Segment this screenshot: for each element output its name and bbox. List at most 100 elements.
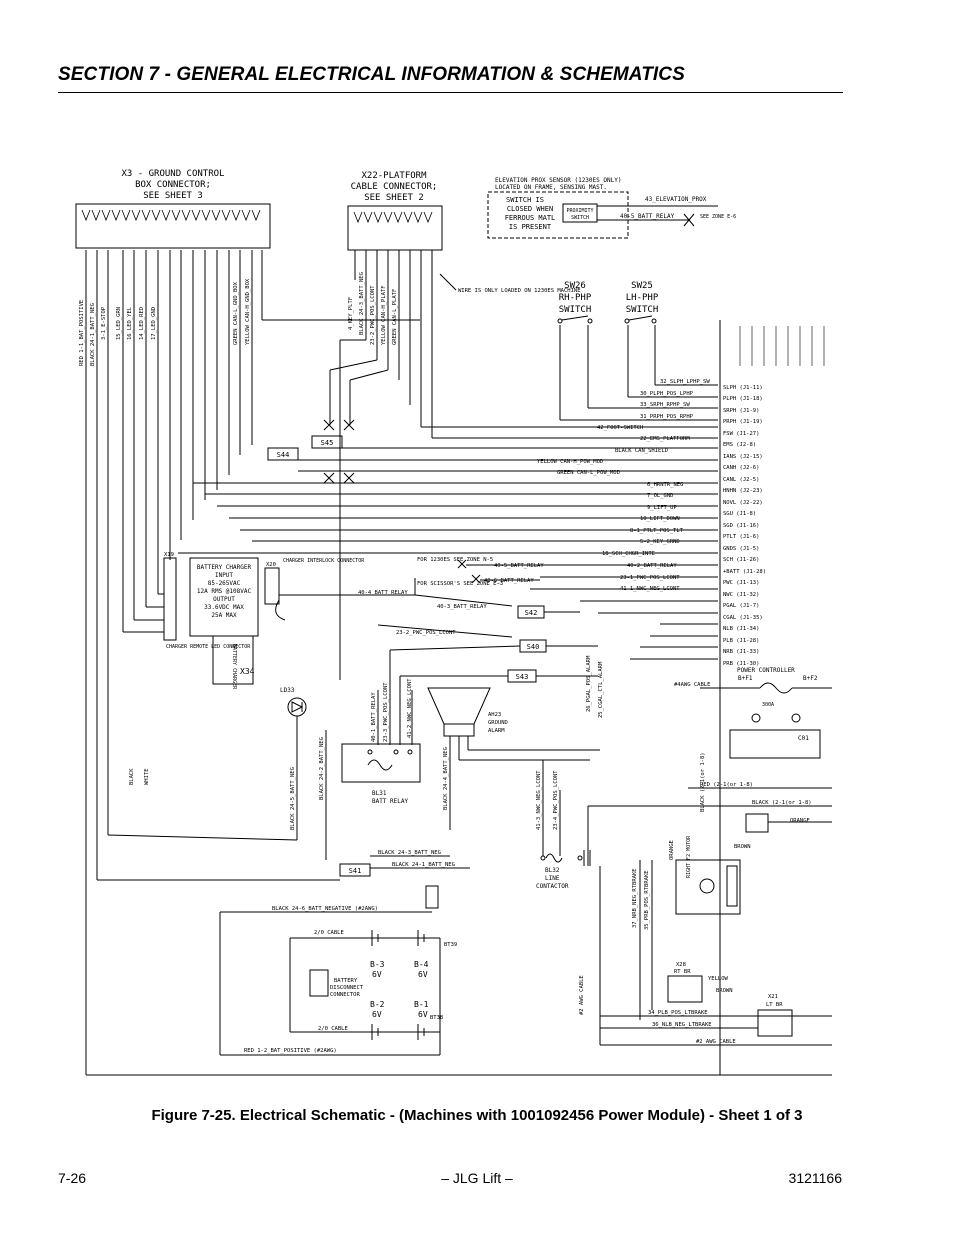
wire-note: WIRE IS ONLY LOADED ON 1230ES MACHINE [458,288,581,294]
bus-label-3: 31_PRPH_POS_RPHP [640,414,694,420]
bl32-label2: LINE [545,875,560,882]
x34-label: X34 [240,667,255,676]
controller-pin-block-top [739,326,825,366]
wire-41-3: 41-3_NWC_NEG_LCONT [536,770,542,830]
sw25-id: SW25 [631,281,653,291]
pin-plb: PLB (J1-28) [723,638,759,644]
bus-label-1: 30_PLPH_POS_LPHP [640,391,694,397]
wire-40-5: 40-5_BATT_RELAY [494,563,544,569]
platform-wire-bundle [329,250,433,680]
bdc-label3: CONNECTOR [330,992,360,998]
sw26-switch: SW26 RH-PHP SWITCH [557,281,593,324]
charger-title2: INPUT [215,572,233,579]
ld33-label: LD33 [280,687,295,694]
splice-s40-label: S40 [527,643,540,651]
bus-label-9: 6_HRNTR_NEG [647,482,683,488]
power-controller-label: POWER CONTROLLER [737,667,795,674]
wire-35: 35_PRB_POS_RTBRAKE [644,870,650,930]
x28-label1: X28 [676,962,686,968]
battery-b4-volt: 6V [418,970,428,979]
pin-nlb: NLB (J1-34) [723,626,759,632]
pin-sch: SCH (J1-26) [723,557,759,563]
x22-title: X22-PLATFORM [361,171,427,181]
x3-connector: X3 - GROUND CONTROL BOX CONNECTOR; SEE S… [75,169,271,249]
controller-bus [178,320,721,1075]
switch-note1: SWITCH IS [506,196,544,204]
pin-hnhn: HNHN (J2-23) [723,488,763,494]
pin-pgal: PGAL (J1-7) [723,603,759,609]
bus-label-7: YELLOW CAN-H_POW_MOD [537,459,603,465]
splice-s41-label: S41 [349,867,362,875]
charger-led-label: CHARGER REMOTE LED CONNECTOR [166,644,251,650]
x20-label: X20 [266,562,276,568]
bdc-label2: DISCONNECT [330,985,364,991]
bus-label-0: 32_SLPH_LPHP_SW [660,379,710,385]
x3-sub2: SEE SHEET 3 [143,191,203,201]
bdc-label1: BATTERY [334,978,358,984]
bl32-label1: BL32 [545,867,560,874]
awg4-label: #4AWG CABLE [674,682,710,688]
pin-gnds: GNDS (J1-5) [723,546,759,552]
page-number: 7-26 [58,1170,87,1186]
x20-connector: X20 CHARGER INTERLOCK CONNECTOR [264,558,415,621]
pin-canh: CANH (J2-6) [723,465,759,471]
x22-connector: X22-PLATFORM CABLE CONNECTOR; SEE SHEET … [347,171,443,251]
orange-label: ORANGE [790,818,810,824]
prox-label2: SWITCH [571,215,589,221]
wire-key-pltf: 4_KEY_PLTF [348,297,354,330]
bus-wire-labels: 32_SLPH_LPHP_SW 30_PLPH_POS_LPHP 33_SRPH… [537,379,710,592]
battery-b2: B-2 [370,1000,385,1009]
pin-ians: IANS (J2-15) [723,454,763,460]
sw25-switch: SW25 LH-PHP SWITCH [624,281,659,324]
pin-pwc: PWC (J1-13) [723,580,759,586]
bus-label-13: 8-1_PTLT_POS_TLT [630,528,684,534]
wire-23-3: 23-3_PWC_POS_LCONT [383,682,389,742]
pin-cgal: CGAL (J1-35) [723,615,763,621]
splice-s40: S40 [519,639,547,653]
wire-led-grn: 15_LED_GRN [116,307,122,340]
wire-black-24-1-bot: BLACK 24-1_BATT_NEG [392,862,455,868]
wire-41-2: 41-2_NWC_NEG_LCONT [407,678,413,738]
bus-label-5: 22_EMS_PLATFORM [640,436,690,442]
wire-37: 37_NRB_NEG_RTBRAKE [632,868,638,928]
bl32-label3: CONTACTOR [536,883,569,890]
brown-label2: BROWN [716,988,733,994]
wire-25: 25_CGAL_CTL_ALARM [598,661,604,718]
x3-title: X3 - GROUND CONTROL [122,169,225,179]
x19-label: X19 [164,552,174,558]
battery-b3-volt: 6V [372,970,382,979]
red-2-1-label: RED (2-1(or 1-8) [700,782,753,788]
ld33-led: LD33 [280,687,307,840]
section-title: SECTION 7 - GENERAL ELECTRICAL INFORMATI… [58,64,685,85]
wire-red-1-1: RED 1-1_BAT_POSITIVE [79,300,85,366]
pin-batt: +BATT (J1-28) [723,569,766,575]
bt38-label: BT38 [430,1015,443,1021]
charger-l5: 25A MAX [211,612,237,619]
wire-can-h-platf: YELLOW CAN-H_PLATF [381,285,387,345]
splice-s44-label: S44 [277,451,290,459]
bus-label-6: BLACK CAN_SHIELD [615,448,668,454]
awg2-vertical: #2 AWG CABLE [579,975,585,1015]
sw25-label2: SWITCH [626,305,659,315]
switch-note2: CLOSED WHEN [507,205,553,213]
awg2-right: #2 AWG CABLE [696,1039,736,1045]
wire-can-l-platf: GREEN CAN-L_PLATF [392,289,398,345]
for-scissors: FOR SCISSOR'S SEE ZONE E-3 [417,581,503,587]
switch-note4: IS PRESENT [509,223,552,231]
wire-white: WHITE [144,768,150,785]
x3-sub1: BOX CONNECTOR; [135,180,211,190]
pin-slph: SLPH (J1-11) [723,385,763,391]
batt-relay-label: BATT RELAY [372,798,409,805]
bus-label-8: GREEN CAN-L_POW_MOD [557,470,620,476]
prox-label1: PROXIMITY [566,208,593,214]
charger-l4: 33.6VDC MAX [204,604,244,611]
splice-s44: S44 [267,447,299,461]
splice-s43-label: S43 [516,673,529,681]
bus-label-14: 5-2_KEY_GRND [640,539,680,545]
wire-23-2: 23-2_PWC_POS_LCONT [396,630,456,636]
bus-label-11: 9_LIFT_UP [647,505,677,511]
wire-elev: 43_ELEVATION_PROX [645,196,707,203]
pin-ptlt: PTLT (J1-6) [723,534,759,540]
x28-label2: RT BR [674,969,691,975]
wire-led-yel: 16_LED_YEL [127,306,133,340]
